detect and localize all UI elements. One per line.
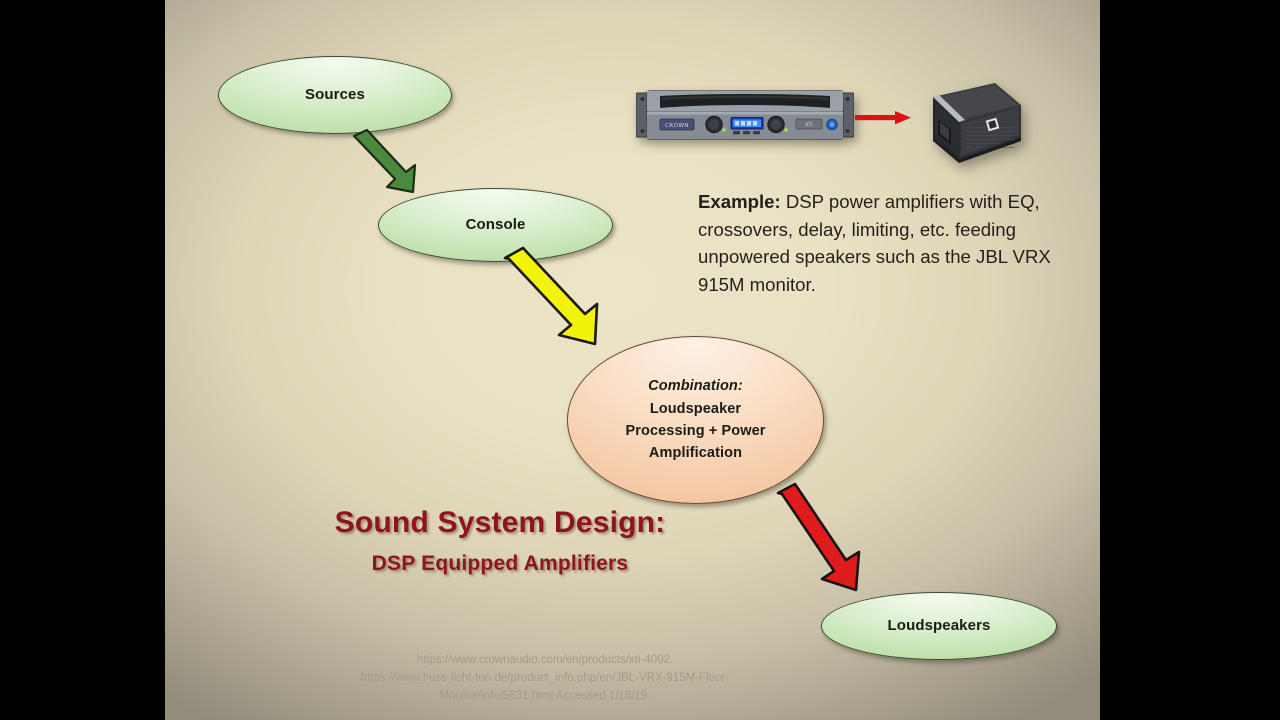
node-sources-label: Sources xyxy=(305,85,365,103)
node-combination-line3: Processing + Power xyxy=(625,423,766,439)
node-combination-label: Combination: Loudspeaker Processing + Po… xyxy=(625,375,765,465)
node-console: Console xyxy=(378,188,613,262)
svg-text:XTi: XTi xyxy=(805,123,813,129)
example-paragraph: Example: DSP power amplifiers with EQ, c… xyxy=(698,188,1068,298)
amplifier-image: CROWN XTi xyxy=(636,90,854,140)
example-lead: Example: xyxy=(698,191,781,212)
arrow-combination-to-loudspeakers xyxy=(776,482,861,592)
node-sources: Sources xyxy=(218,56,452,134)
speaker-image xyxy=(933,83,1021,163)
letterbox-left xyxy=(0,0,165,720)
example-body: DSP power amplifiers with EQ, crossovers… xyxy=(698,191,1051,295)
svg-text:CROWN: CROWN xyxy=(665,123,689,129)
page-subtitle: DSP Equipped Amplifiers xyxy=(371,552,629,575)
citation-footer: https://www.crownaudio.com/en/products/x… xyxy=(225,652,865,705)
node-loudspeakers: Loudspeakers xyxy=(821,592,1057,660)
citation-line-2: https://www.huss-licht-ton.de/product_in… xyxy=(360,671,730,684)
node-loudspeakers-label: Loudspeakers xyxy=(887,616,991,634)
node-combination-line1: Combination: xyxy=(648,378,743,395)
node-console-label: Console xyxy=(465,215,526,233)
arrow-sources-to-console xyxy=(352,128,417,194)
citation-line-3: Monitor/info/5631.html Accessed 1/18/19. xyxy=(439,689,651,702)
page-title: Sound System Design: xyxy=(334,506,666,539)
presentation-slide: Sources Console Combination: Loudspeaker… xyxy=(165,0,1100,720)
node-combination-line4: Amplification xyxy=(648,445,743,462)
arrow-console-to-combination xyxy=(503,246,599,346)
node-combination-line2: Loudspeaker xyxy=(649,400,742,417)
letterbox-right xyxy=(1100,0,1280,720)
citation-line-1: https://www.crownaudio.com/en/products/x… xyxy=(416,654,674,666)
node-combination: Combination: Loudspeaker Processing + Po… xyxy=(567,336,824,504)
arrow-amplifier-to-speaker xyxy=(855,111,911,125)
